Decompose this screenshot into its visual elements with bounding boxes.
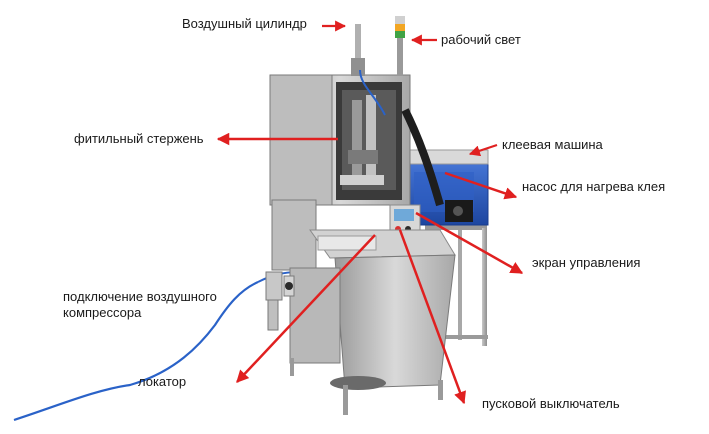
label-start-switch: пусковой выключатель <box>482 396 620 411</box>
arrow-control-screen <box>415 211 524 275</box>
label-control-screen: экран управления <box>532 255 641 270</box>
arrow-start-switch <box>398 229 466 405</box>
callout-arrows <box>216 20 524 405</box>
machine-photo <box>13 16 489 422</box>
label-wick-rod: фитильный стержень <box>74 131 204 146</box>
upper-housing <box>269 16 444 207</box>
arrow-glue-machine <box>468 143 498 157</box>
label-glue-machine: клеевая машина <box>502 137 603 152</box>
label-air-cylinder: Воздушный цилиндр <box>182 16 307 31</box>
arrow-glue-heating-pump <box>444 171 518 200</box>
label-work-light: рабочий свет <box>441 32 521 47</box>
air-regulator <box>265 271 295 331</box>
middle-deck <box>271 199 456 271</box>
arrow-locator <box>236 234 376 383</box>
lower-cabinet <box>289 254 456 415</box>
air-hose <box>13 280 259 422</box>
label-air-compressor-line2: компрессора <box>63 305 142 320</box>
label-locator: локатор <box>138 374 187 389</box>
label-glue-heating-pump: насос для нагрева клея <box>522 179 666 194</box>
label-air-compressor-line1: подключение воздушного <box>63 289 217 304</box>
